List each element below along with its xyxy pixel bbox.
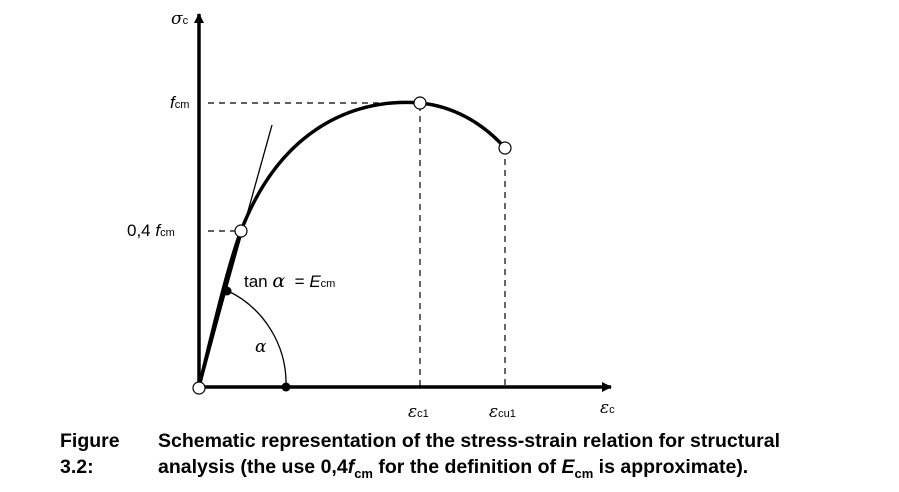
x-axis-label: εc (600, 398, 615, 418)
caption-text: Schematic representation of the stress-s… (158, 428, 895, 487)
peak-point (413, 96, 427, 110)
ultimate-point (498, 141, 512, 155)
tangent-label: tan α = Ecm (244, 270, 335, 292)
arc-start-dot (222, 286, 232, 296)
angle-arc (225, 289, 287, 388)
y-axis-label: σc (171, 9, 189, 29)
point-04-fcm (234, 224, 248, 238)
figure-number: Figure 3.2: (60, 430, 120, 478)
fcm-label: fcm (170, 93, 189, 112)
origin-point (192, 381, 206, 395)
stress-strain-diagram: σc fcm 0,4 fcm tan α = Ecm α εc1 εcu1 εc (127, 9, 615, 422)
arc-end-dot (281, 382, 291, 392)
ec1-label: εc1 (408, 402, 429, 422)
figure-caption: Figure 3.2: Schematic representation of … (60, 428, 895, 487)
caption-line-2: analysis (the use 0,4fcm for the definit… (158, 456, 749, 481)
stress-strain-curve (197, 100, 507, 388)
angle-label: α (255, 337, 267, 357)
caption-line-1: Schematic representation of the stress-s… (158, 430, 781, 452)
point04-label: 0,4 fcm (127, 221, 175, 240)
ecu1-label: εcu1 (489, 402, 516, 422)
